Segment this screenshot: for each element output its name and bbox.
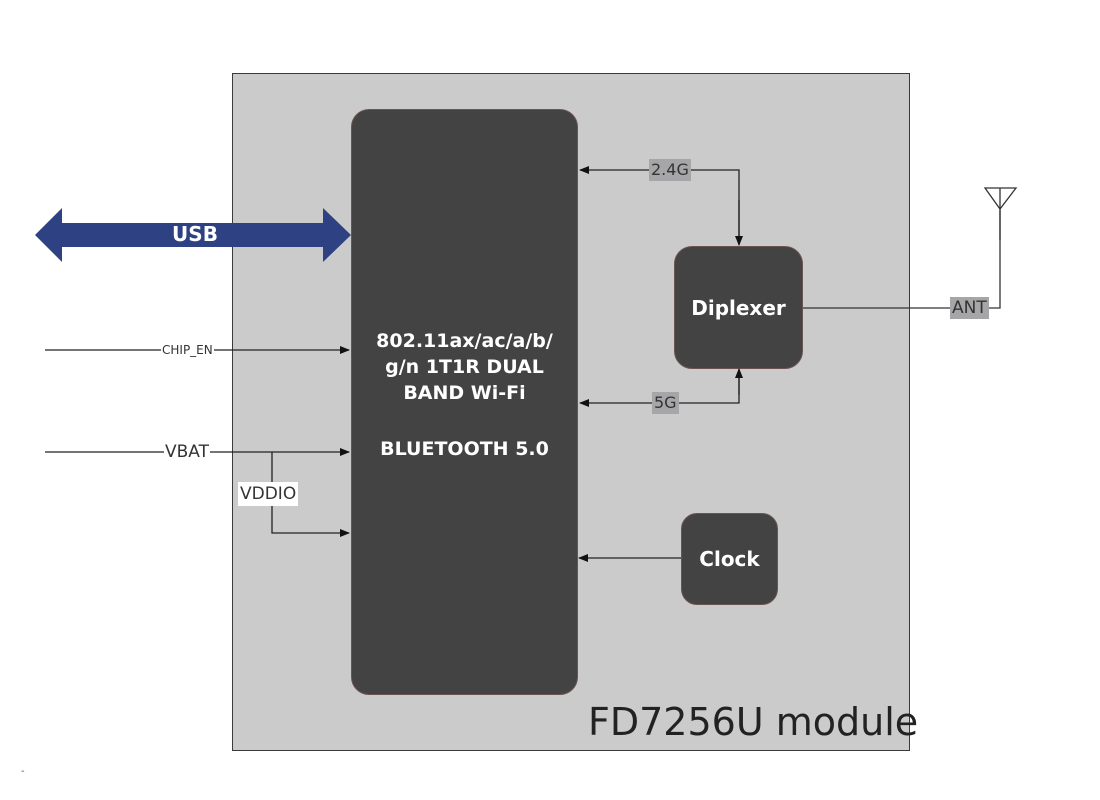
antenna-feed-line — [803, 210, 1001, 309]
stray-mark: - — [21, 766, 25, 777]
usb-bidirectional-arrow — [35, 208, 351, 262]
soc-label-line-1: 802.11ax/ac/a/b/ — [376, 330, 553, 352]
diplexer-label: Diplexer — [691, 295, 786, 320]
clock-block: Clock — [681, 513, 778, 605]
bluetooth-label: BLUETOOTH 5.0 — [380, 438, 549, 460]
soc-label-line-2: g/n 1T1R DUAL — [385, 356, 544, 378]
chip-en-label: CHIP_EN — [161, 343, 214, 357]
module-title: FD7256U module — [588, 700, 919, 744]
soc-label: 802.11ax/ac/a/b/ g/n 1T1R DUAL BAND Wi-F… — [351, 328, 578, 462]
antenna-icon — [983, 187, 1018, 240]
wifi-bt-soc-block — [351, 109, 578, 695]
clock-label: Clock — [699, 547, 760, 571]
antenna-tag: ANT — [950, 297, 989, 319]
diplexer-block: Diplexer — [674, 246, 803, 369]
band-5g-tag: 5G — [652, 392, 679, 414]
vbat-label: VBAT — [164, 442, 210, 462]
usb-label: USB — [172, 222, 218, 246]
soc-label-line-3: BAND Wi-Fi — [403, 382, 526, 404]
vddio-label: VDDIO — [238, 482, 299, 506]
vddio-line — [271, 452, 350, 537]
band-24g-tag: 2.4G — [649, 159, 691, 181]
band-24g-line — [579, 166, 740, 244]
